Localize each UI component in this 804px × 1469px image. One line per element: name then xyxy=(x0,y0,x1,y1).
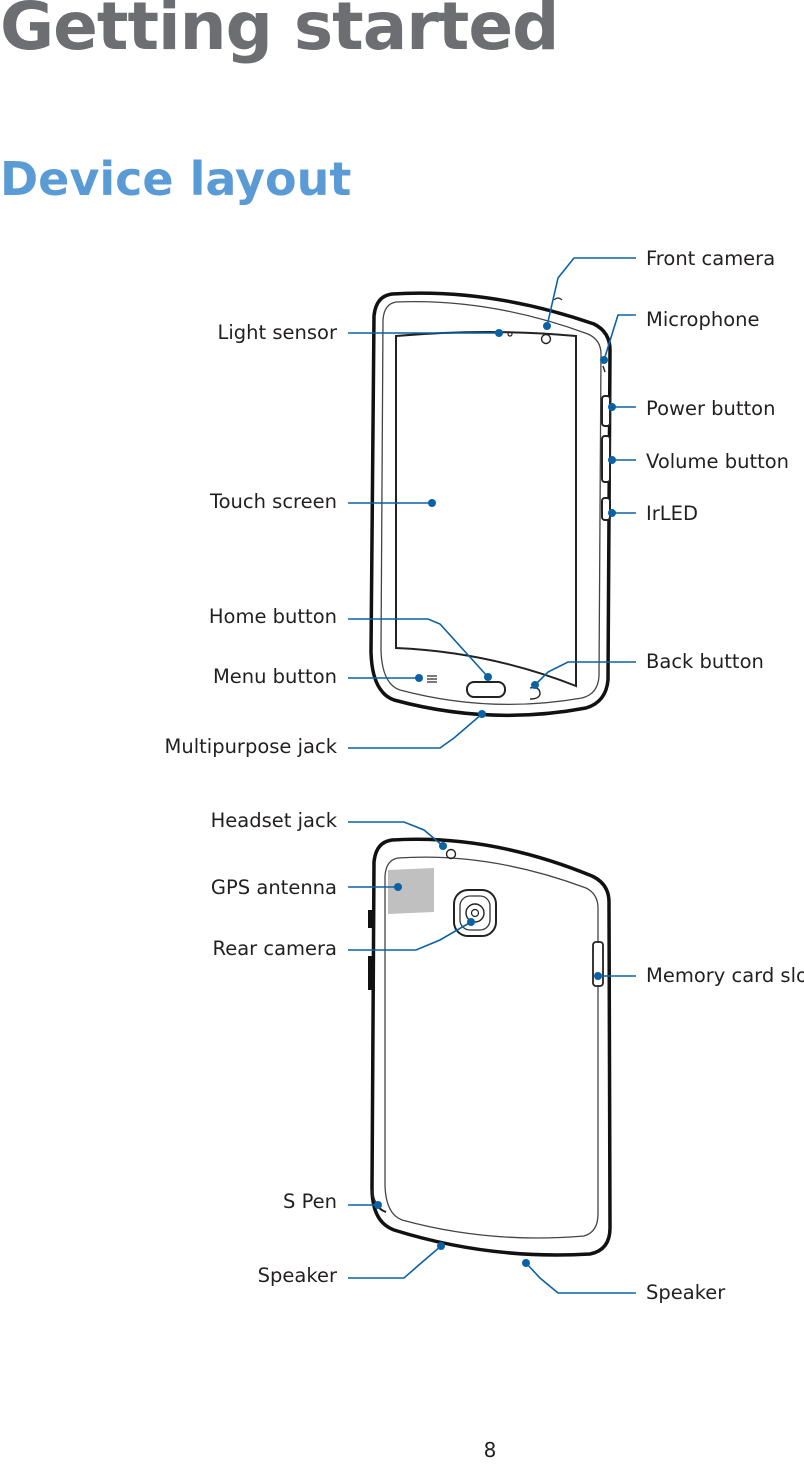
front-device-illustration xyxy=(369,291,612,718)
light-sensor-label: Light sensor xyxy=(217,321,338,344)
front-camera-label: Front camera xyxy=(646,247,776,270)
volume-button-label: Volume button xyxy=(646,450,790,473)
page-number: 8 xyxy=(483,1438,497,1462)
section-title: Device layout xyxy=(0,152,352,206)
chapter-title: Getting started xyxy=(0,0,559,65)
irled-label: IrLED xyxy=(646,502,698,525)
s-pen-label: S Pen xyxy=(283,1190,337,1213)
back-device-illustration xyxy=(368,837,612,1257)
rear-camera-label: Rear camera xyxy=(212,937,337,960)
home-button-label: Home button xyxy=(208,605,337,628)
headset-jack-label: Headset jack xyxy=(210,809,337,832)
speaker-right-label: Speaker xyxy=(646,1281,726,1304)
front-leader-lines xyxy=(348,257,636,749)
back-button-label: Back button xyxy=(646,650,764,673)
back-leader-lines xyxy=(348,821,636,1294)
speaker-left-label: Speaker xyxy=(257,1264,337,1287)
multipurpose-jack-label: Multipurpose jack xyxy=(164,735,337,758)
power-button-label: Power button xyxy=(646,397,776,420)
memory-card-slot-label: Memory card slot xyxy=(646,964,804,987)
touch-screen-label: Touch screen xyxy=(210,490,337,513)
gps-antenna-label: GPS antenna xyxy=(210,876,337,899)
menu-button-label: Menu button xyxy=(212,665,337,688)
microphone-label: Microphone xyxy=(646,308,760,331)
